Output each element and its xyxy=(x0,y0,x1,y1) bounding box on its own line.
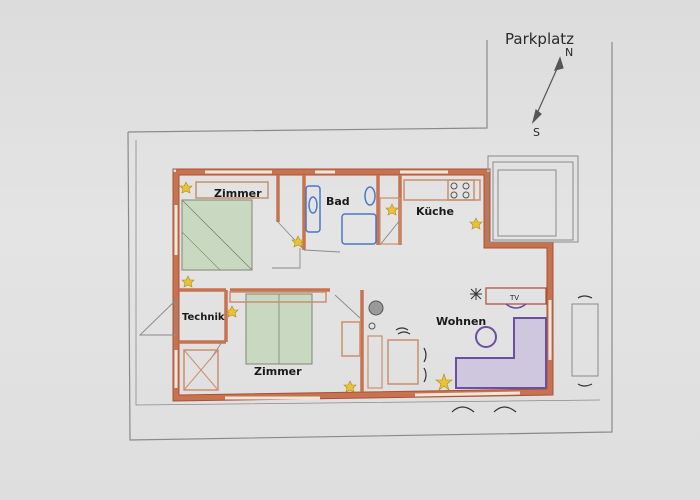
compass-icon xyxy=(531,56,564,124)
sofa-rug xyxy=(455,317,547,389)
technik-cabinet xyxy=(183,349,219,391)
dining-table xyxy=(387,339,419,385)
room-label-technik: Technik xyxy=(182,312,225,323)
bed-bottom xyxy=(245,293,313,365)
tv-label: TV xyxy=(509,294,519,302)
outdoor-bench xyxy=(571,303,599,377)
stove-icon xyxy=(450,182,470,199)
bath-fixtures xyxy=(305,185,377,245)
interior-walls xyxy=(179,175,402,392)
shower-tray xyxy=(379,197,401,245)
tv-icon xyxy=(505,303,527,309)
outdoor-chairs xyxy=(395,295,593,413)
room-label-zimmer-bottom: Zimmer xyxy=(254,365,302,378)
desk-bottom xyxy=(341,321,361,357)
windows xyxy=(174,170,552,400)
wardrobe-bottom xyxy=(229,291,327,303)
parking-label: Parkplatz xyxy=(505,30,574,48)
compass-south: S xyxy=(533,126,540,139)
wall-light-icon xyxy=(470,288,482,300)
compass-north: N xyxy=(565,46,573,59)
bed-top-left xyxy=(181,199,253,271)
plant-icon xyxy=(368,300,384,330)
round-table xyxy=(475,326,497,348)
room-label-kueche: Küche xyxy=(416,205,454,218)
room-label-bad: Bad xyxy=(326,195,350,208)
wardrobe-top-left xyxy=(195,181,269,199)
tv-cabinet xyxy=(485,287,547,305)
terrace-top-right xyxy=(487,155,579,243)
kitchen-counter xyxy=(403,179,481,201)
shelf-living xyxy=(367,335,383,389)
room-label-wohnen: Wohnen xyxy=(436,315,486,328)
ceiling-lights xyxy=(179,181,483,393)
property-boundary xyxy=(127,40,613,441)
dining-chairs xyxy=(397,331,427,383)
room-label-zimmer-top: Zimmer xyxy=(214,187,262,200)
